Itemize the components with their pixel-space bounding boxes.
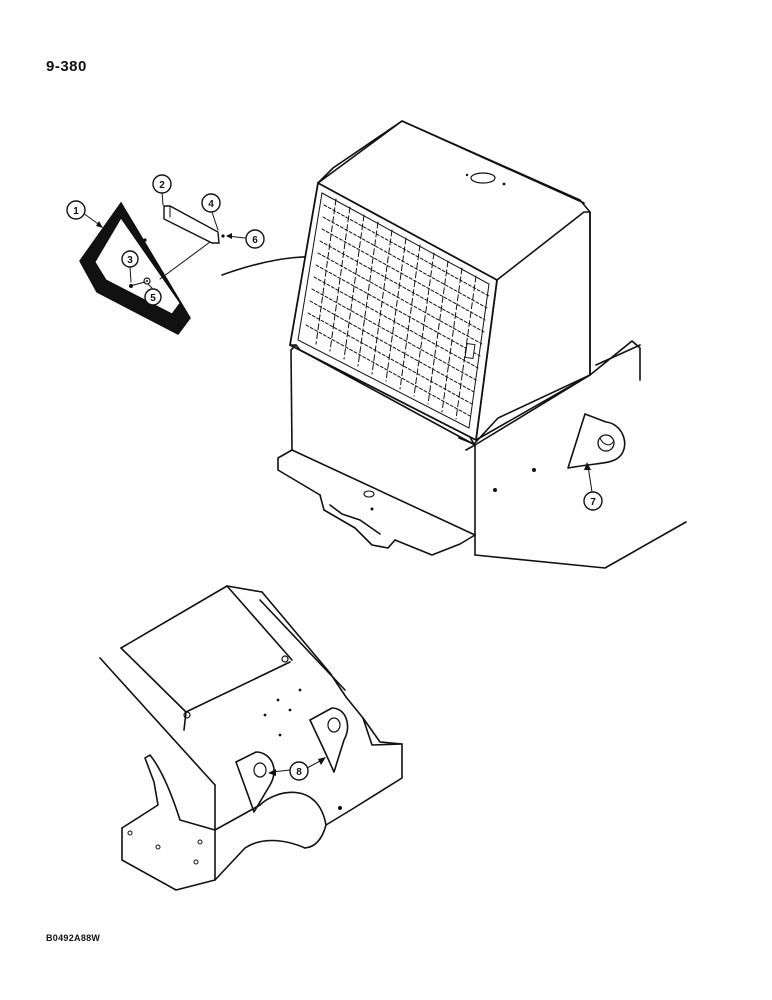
callout-label-1: 1 bbox=[73, 206, 79, 217]
page-number: 9-380 bbox=[46, 58, 87, 75]
callout-6: 6 bbox=[226, 229, 265, 249]
emblem-hardware bbox=[129, 277, 151, 288]
figure-code: B0492A88W bbox=[46, 933, 101, 943]
hood-grille bbox=[289, 120, 591, 446]
callout-7: 7 bbox=[583, 462, 603, 511]
callout-label-5: 5 bbox=[150, 293, 156, 304]
assembly-line bbox=[159, 241, 211, 280]
callout-label-8: 8 bbox=[296, 767, 302, 778]
rear-frame bbox=[99, 585, 403, 891]
callout-4: 4 bbox=[201, 193, 221, 231]
callout-8: 8 bbox=[268, 757, 326, 781]
mounting-bracket bbox=[163, 205, 225, 244]
counterweight-frame bbox=[277, 340, 687, 569]
callout-label-2: 2 bbox=[159, 180, 165, 191]
callout-label-4: 4 bbox=[208, 199, 214, 210]
callout-2: 2 bbox=[152, 174, 172, 206]
callout-label-3: 3 bbox=[127, 255, 133, 266]
callout-label-7: 7 bbox=[590, 497, 596, 508]
callout-label-6: 6 bbox=[252, 235, 258, 246]
callout-3: 3 bbox=[121, 250, 139, 283]
callout-1: 1 bbox=[66, 200, 103, 228]
smv-emblem bbox=[79, 201, 191, 335]
callout-5: 5 bbox=[144, 283, 162, 306]
